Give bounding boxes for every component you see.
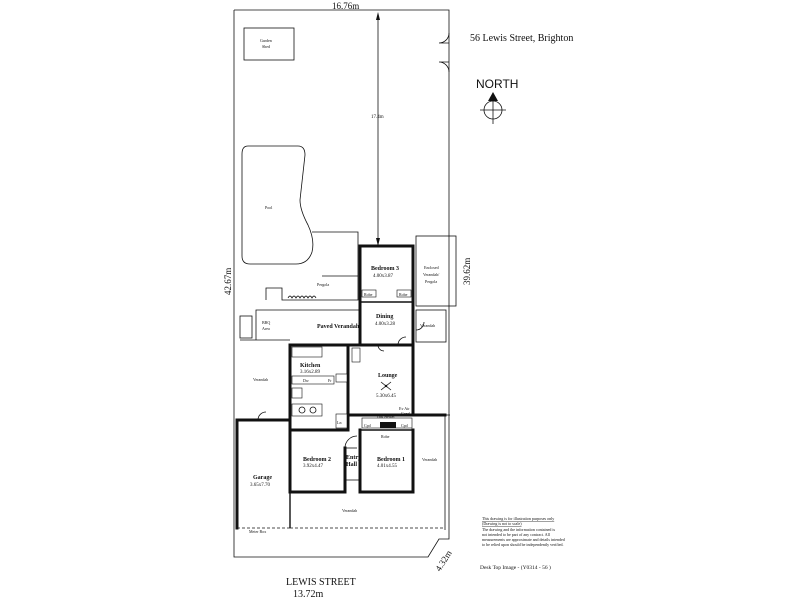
svg-text:The drawing and the informatio: The drawing and the information containe… <box>482 527 556 532</box>
room-garage: Garage 3.65x7.70 <box>235 418 292 530</box>
svg-text:NORTH: NORTH <box>476 77 518 91</box>
bottom-width-dimension: 13.72m <box>293 589 324 600</box>
svg-text:Cpd: Cpd <box>364 423 371 428</box>
house-walls <box>288 343 447 494</box>
pergola-label: Pergola <box>317 282 329 287</box>
north-arrow-icon: NORTH <box>476 77 518 124</box>
right-depth-dimension: 39.62m <box>462 258 472 285</box>
left-depth-dimension: 42.67m <box>223 268 233 295</box>
svg-text:Entry: Entry <box>346 455 361 461</box>
svg-text:Verandah: Verandah <box>342 508 357 513</box>
bbq-label: Area <box>262 326 270 331</box>
side-verandah: Verandah <box>415 309 447 343</box>
svg-text:Verandah: Verandah <box>253 377 268 382</box>
garden-shed <box>243 27 295 61</box>
svg-text:not intended to be part of any: not intended to be part of any contract.… <box>482 532 551 537</box>
robe-strip: Cpd Cpd Gas Heater Ev Air Cond Robe <box>361 406 413 439</box>
svg-text:to be relied upon should be in: to be relied upon should be independentl… <box>482 542 564 547</box>
top-width-dimension: 16.76m <box>332 1 359 11</box>
svg-text:measurements are approximate a: measurements are approximate and details… <box>482 537 565 542</box>
svg-text:Pergola: Pergola <box>425 279 437 284</box>
svg-text:3.16x2.89: 3.16x2.89 <box>300 370 321 375</box>
right-verandah: Verandah <box>422 414 450 530</box>
svg-text:Robe: Robe <box>399 292 408 297</box>
svg-text:Dw: Dw <box>303 378 309 383</box>
svg-text:Verandah/: Verandah/ <box>423 272 440 277</box>
image-reference: Desk Top Image - (Y0314 - 56 ) <box>480 564 551 571</box>
garden-shed-label: Shed <box>262 44 270 49</box>
svg-text:Gas Heater: Gas Heater <box>377 414 396 419</box>
front-verandah: Verandah Meter Box <box>249 508 445 534</box>
svg-text:Kitchen: Kitchen <box>300 363 321 369</box>
site-boundary <box>233 9 450 558</box>
svg-text:Hall: Hall <box>346 462 357 468</box>
room-bedroom2: Bedroom 2 3.92x4.47 <box>303 457 331 469</box>
svg-text:3.92x4.47: 3.92x4.47 <box>303 464 324 469</box>
svg-text:4.00x3.28: 4.00x3.28 <box>375 322 396 327</box>
svg-text:Robe: Robe <box>364 292 373 297</box>
svg-text:Lounge: Lounge <box>378 373 398 379</box>
svg-text:Bedroom 1: Bedroom 1 <box>377 457 405 463</box>
svg-text:Enclosed: Enclosed <box>424 265 439 270</box>
svg-text:This drawing is for illustrati: This drawing is for illustration purpose… <box>482 516 554 521</box>
corner-splay-dimension: 4.32m <box>433 548 454 573</box>
ceiling-fan-icon <box>380 381 392 391</box>
garden-shed-label: Garden <box>260 38 272 43</box>
plant-icon <box>287 295 317 299</box>
svg-text:Paved Verandah: Paved Verandah <box>317 324 360 330</box>
svg-text:4.01x4.55: 4.01x4.55 <box>377 464 398 469</box>
svg-text:Ev Air: Ev Air <box>399 406 410 411</box>
street-name: LEWIS STREET <box>286 577 356 588</box>
room-entry-hall: Entry Hall <box>346 455 361 468</box>
svg-text:Fr: Fr <box>328 378 332 383</box>
address-label: 56 Lewis Street, Brighton <box>470 33 573 44</box>
meter-box-label: Meter Box <box>249 529 266 534</box>
room-lounge: Lounge 5.30x6.45 <box>376 344 398 399</box>
svg-text:5.30x6.45: 5.30x6.45 <box>376 394 397 399</box>
svg-text:Cond: Cond <box>401 411 410 416</box>
pool <box>241 145 314 265</box>
svg-text:Dining: Dining <box>376 314 393 320</box>
room-dining: Dining 4.00x3.28 <box>358 308 415 347</box>
left-verandah: Verandah <box>240 377 290 421</box>
room-kitchen: Dw Fr Ln Kitchen 3.16x2.89 <box>291 346 361 429</box>
svg-text:Bedroom 2: Bedroom 2 <box>303 457 331 463</box>
svg-text:Cpd: Cpd <box>401 423 408 428</box>
pool-label: Pool <box>265 205 273 210</box>
svg-text:3.65x7.70: 3.65x7.70 <box>250 483 271 488</box>
svg-text:Bedroom 3: Bedroom 3 <box>371 266 399 272</box>
disclaimer: This drawing is for illustration purpose… <box>482 516 565 547</box>
svg-text:(Drawing is not to scale): (Drawing is not to scale) <box>482 521 522 526</box>
room-bedroom1: Bedroom 1 4.01x4.55 <box>377 457 405 469</box>
svg-text:Verandah: Verandah <box>420 323 435 328</box>
bbq-label: BBQ <box>262 320 270 325</box>
pergola-outline <box>265 231 359 301</box>
svg-text:Verandah: Verandah <box>422 457 437 462</box>
gate-icon <box>438 32 450 73</box>
svg-text:Robe: Robe <box>381 434 390 439</box>
enclosed-verandah: Enclosed Verandah/ Pergola <box>415 235 457 307</box>
room-bedroom3: Robe Robe Bedroom 3 4.00x3.87 <box>358 244 415 312</box>
svg-text:4.00x3.87: 4.00x3.87 <box>373 274 394 279</box>
svg-text:Garage: Garage <box>253 475 272 481</box>
paved-verandah: BBQ Area Paved Verandah <box>239 309 360 341</box>
rear-setback-dimension: 17.4m <box>371 115 384 120</box>
svg-text:Ln: Ln <box>337 420 341 425</box>
